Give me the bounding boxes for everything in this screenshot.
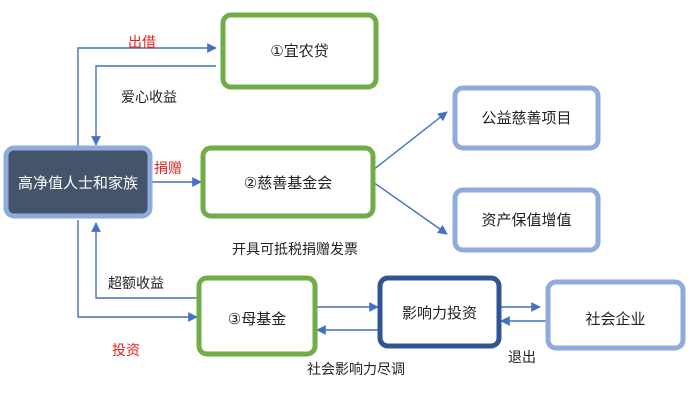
node-asset-preserve-label: 资产保值增值 xyxy=(481,211,571,229)
label-love-income: 爱心收益 xyxy=(121,90,177,106)
node-impact-invest-label: 影响力投资 xyxy=(402,304,477,322)
edge-to-asset-preserve xyxy=(372,181,448,235)
node-loan: ①宜农贷 xyxy=(220,12,379,90)
label-invest: 投资 xyxy=(112,343,140,359)
node-foundation-label: ②慈善基金会 xyxy=(244,174,332,192)
node-social-enterprise-label: 社会企业 xyxy=(585,310,645,328)
label-tax-receipt: 开具可抵税捐赠发票 xyxy=(232,242,358,258)
edge-invest xyxy=(77,220,198,322)
node-asset-preserve: 资产保值增值 xyxy=(452,187,601,253)
edge-to-public-project xyxy=(372,111,448,171)
edge-love-income xyxy=(91,65,216,146)
label-lend: 出借 xyxy=(128,35,156,51)
connectors xyxy=(77,43,552,335)
label-exit: 退出 xyxy=(508,350,536,366)
node-impact-invest: 影响力投资 xyxy=(377,275,502,349)
node-public-project: 公益慈善项目 xyxy=(452,85,601,151)
edge-excess-income xyxy=(91,222,197,299)
node-source: 高净值人士和家族 xyxy=(3,145,153,219)
node-mother-fund: ③母基金 xyxy=(196,275,318,357)
node-public-project-label: 公益慈善项目 xyxy=(481,109,571,127)
node-social-enterprise: 社会企业 xyxy=(545,279,686,351)
node-foundation: ②慈善基金会 xyxy=(200,145,376,219)
node-source-label: 高净值人士和家族 xyxy=(18,174,138,192)
label-donate: 捐赠 xyxy=(154,161,182,177)
node-mother-fund-label: ③母基金 xyxy=(228,310,286,328)
edge-lend xyxy=(77,43,217,148)
label-due-diligence: 社会影响力尽调 xyxy=(307,362,405,378)
label-excess-income: 超额收益 xyxy=(108,276,164,292)
node-loan-label: ①宜农贷 xyxy=(270,42,328,60)
